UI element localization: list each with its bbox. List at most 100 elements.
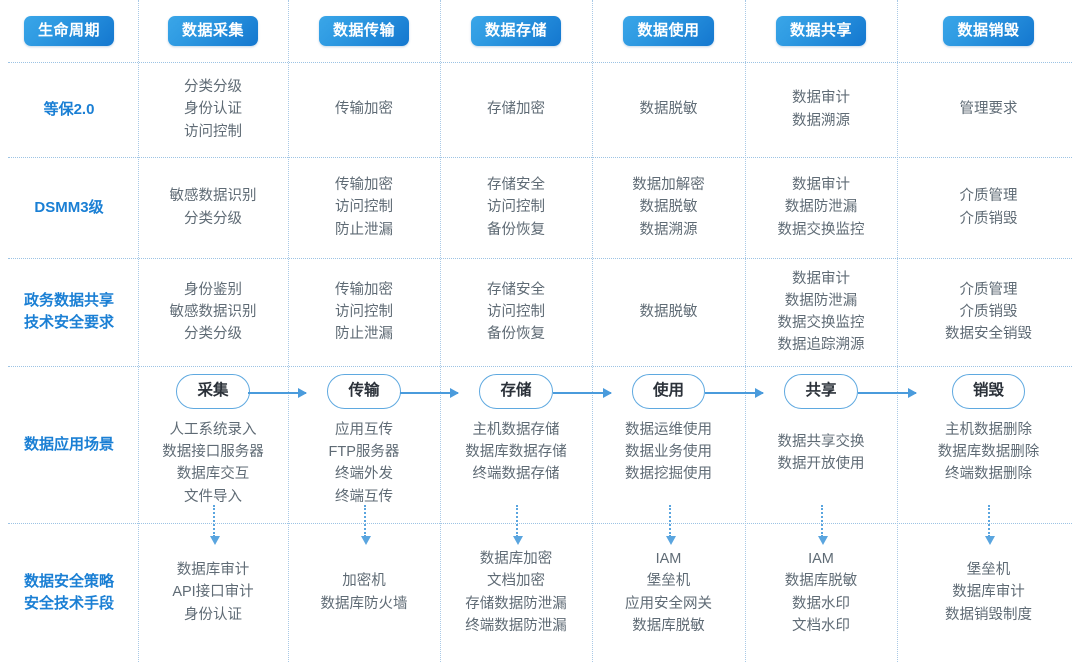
item-list: 身份鉴别 敏感数据识别 分类分级 bbox=[169, 281, 257, 343]
table-cell-4-5: 堡垒机 数据库审计 数据销毁制度 bbox=[897, 523, 1080, 662]
table-cell-2-2: 存储安全 访问控制 备份恢复 bbox=[440, 258, 592, 366]
table-cell-1-4: 数据审计 数据防泄漏 数据交换监控 bbox=[745, 157, 897, 258]
table-cell-2-4: 数据审计 数据防泄漏 数据交换监控 数据追踪溯源 bbox=[745, 258, 897, 366]
item-list: 主机数据存储 数据库数据存储 终端数据存储 bbox=[465, 421, 567, 483]
row-label-1: DSMM3级 bbox=[34, 198, 104, 216]
header-cell-usage: 数据使用 bbox=[592, 0, 745, 62]
flow-down-arrow-2 bbox=[361, 505, 371, 545]
item-list: 人工系统录入 数据接口服务器 数据库交互 文件导入 bbox=[162, 421, 264, 505]
item-list: 介质管理 介质销毁 bbox=[959, 188, 1018, 227]
row-divider-3 bbox=[8, 258, 1072, 259]
table-cell-3-3: 使用 数据运维使用 数据业务使用 数据挖掘使用 bbox=[592, 366, 745, 523]
item-list: IAM 堡垒机 应用安全网关 数据库脱敏 bbox=[625, 551, 712, 634]
header-cell-lifecycle: 生命周期 bbox=[0, 0, 138, 62]
item-list: 数据加解密 数据脱敏 数据溯源 bbox=[632, 177, 705, 238]
item-list: 应用互传 FTP服务器 终端外发 终端互传 bbox=[328, 421, 400, 505]
table-cell-0-5: 管理要求 bbox=[897, 62, 1080, 157]
header-pill-transmission[interactable]: 数据传输 bbox=[318, 16, 409, 46]
column-divider-6 bbox=[897, 0, 898, 662]
row-label-cell-4: 数据安全策略 安全技术手段 bbox=[0, 523, 138, 662]
header-cell-sharing: 数据共享 bbox=[745, 0, 897, 62]
table-cell-4-0: 数据库审计 API接口审计 身份认证 bbox=[138, 523, 288, 662]
table-cell-1-3: 数据加解密 数据脱敏 数据溯源 bbox=[592, 157, 745, 258]
header-cell-transmission: 数据传输 bbox=[288, 0, 440, 62]
table-cell-3-2: 存储 主机数据存储 数据库数据存储 终端数据存储 bbox=[440, 366, 592, 523]
stage-pill-storage[interactable]: 存储 bbox=[479, 374, 553, 409]
item-list: 数据审计 数据防泄漏 数据交换监控 数据追踪溯源 bbox=[777, 270, 865, 354]
stage-arrow-1 bbox=[248, 388, 307, 398]
stage-pill-collection[interactable]: 采集 bbox=[176, 374, 250, 409]
item-list: 传输加密 bbox=[335, 101, 393, 118]
item-list: 堡垒机 数据库审计 数据销毁制度 bbox=[945, 562, 1032, 623]
stage-arrow-2 bbox=[400, 388, 459, 398]
header-pill-sharing[interactable]: 数据共享 bbox=[775, 16, 866, 46]
column-divider-4 bbox=[592, 0, 593, 662]
stage-arrow-4 bbox=[705, 388, 764, 398]
item-list: 数据库加密 文档加密 存储数据防泄漏 终端数据防泄漏 bbox=[465, 551, 567, 634]
table-cell-3-5: 销毁 主机数据删除 数据库数据删除 终端数据删除 bbox=[897, 366, 1080, 523]
row-label-cell-0: 等保2.0 bbox=[0, 62, 138, 157]
column-divider-1 bbox=[138, 0, 139, 662]
table-cell-4-1: 加密机 数据库防火墙 bbox=[288, 523, 440, 662]
table-cell-3-0: 采集 人工系统录入 数据接口服务器 数据库交互 文件导入 bbox=[138, 366, 288, 523]
table-cell-1-1: 传输加密 访问控制 防止泄漏 bbox=[288, 157, 440, 258]
table-cell-4-2: 数据库加密 文档加密 存储数据防泄漏 终端数据防泄漏 bbox=[440, 523, 592, 662]
item-list: 数据共享交换 数据开放使用 bbox=[777, 433, 865, 472]
stage-arrow-3 bbox=[553, 388, 612, 398]
item-list: 数据库审计 API接口审计 身份认证 bbox=[172, 562, 254, 623]
header-pill-collection[interactable]: 数据采集 bbox=[167, 16, 258, 46]
item-list: 传输加密 访问控制 防止泄漏 bbox=[335, 281, 393, 343]
table-cell-4-3: IAM 堡垒机 应用安全网关 数据库脱敏 bbox=[592, 523, 745, 662]
item-list: 传输加密 访问控制 防止泄漏 bbox=[335, 177, 393, 238]
item-list: IAM 数据库脱敏 数据水印 文档水印 bbox=[784, 551, 858, 634]
flow-down-arrow-3 bbox=[513, 505, 523, 545]
header-pill-lifecycle[interactable]: 生命周期 bbox=[23, 16, 114, 46]
stage-pill-transmission[interactable]: 传输 bbox=[327, 374, 401, 409]
table-cell-1-2: 存储安全 访问控制 备份恢复 bbox=[440, 157, 592, 258]
row-label-cell-1: DSMM3级 bbox=[0, 157, 138, 258]
flow-down-arrow-4 bbox=[666, 505, 676, 545]
table-cell-1-0: 敏感数据识别 分类分级 bbox=[138, 157, 288, 258]
item-list: 主机数据删除 数据库数据删除 终端数据删除 bbox=[937, 421, 1040, 483]
stage-arrow-5 bbox=[858, 388, 917, 398]
row-label-0: 等保2.0 bbox=[43, 100, 95, 118]
item-list: 数据审计 数据防泄漏 数据交换监控 bbox=[777, 177, 865, 238]
header-cell-storage: 数据存储 bbox=[440, 0, 592, 62]
stage-pill-destruction[interactable]: 销毁 bbox=[951, 374, 1025, 409]
header-pill-usage[interactable]: 数据使用 bbox=[623, 16, 714, 46]
row-label-2: 政务数据共享 技术安全要求 bbox=[23, 292, 114, 331]
table-cell-3-4: 共享 数据共享交换 数据开放使用 bbox=[745, 366, 897, 523]
flow-down-arrow-6 bbox=[985, 505, 995, 545]
table-cell-2-1: 传输加密 访问控制 防止泄漏 bbox=[288, 258, 440, 366]
header-pill-storage[interactable]: 数据存储 bbox=[470, 16, 561, 46]
column-divider-2 bbox=[288, 0, 289, 662]
flow-down-arrow-5 bbox=[818, 505, 828, 545]
row-divider-1 bbox=[8, 62, 1072, 63]
header-cell-collection: 数据采集 bbox=[138, 0, 288, 62]
row-label-cell-2: 政务数据共享 技术安全要求 bbox=[0, 258, 138, 366]
row-divider-4 bbox=[8, 366, 1072, 367]
row-divider-5 bbox=[8, 523, 1072, 524]
column-divider-5 bbox=[745, 0, 746, 662]
stage-pill-sharing[interactable]: 共享 bbox=[784, 374, 858, 409]
item-list: 存储安全 访问控制 备份恢复 bbox=[487, 177, 545, 238]
table-cell-0-3: 数据脱敏 bbox=[592, 62, 745, 157]
item-list: 数据脱敏 bbox=[639, 101, 698, 118]
header-pill-destruction[interactable]: 数据销毁 bbox=[943, 16, 1034, 46]
item-list: 存储加密 bbox=[487, 101, 545, 118]
table-cell-0-1: 传输加密 bbox=[288, 62, 440, 157]
table-cell-2-5: 介质管理 介质销毁 数据安全销毁 bbox=[897, 258, 1080, 366]
item-list: 数据审计 数据溯源 bbox=[792, 90, 850, 129]
table-cell-2-0: 身份鉴别 敏感数据识别 分类分级 bbox=[138, 258, 288, 366]
item-list: 管理要求 bbox=[959, 101, 1018, 118]
row-divider-2 bbox=[8, 157, 1072, 158]
table-cell-2-3: 数据脱敏 bbox=[592, 258, 745, 366]
stage-pill-usage[interactable]: 使用 bbox=[631, 374, 705, 409]
row-label-4: 数据安全策略 安全技术手段 bbox=[23, 572, 114, 612]
row-label-cell-3: 数据应用场景 bbox=[0, 366, 138, 523]
item-list: 介质管理 介质销毁 数据安全销毁 bbox=[945, 281, 1032, 343]
flow-down-arrow-1 bbox=[210, 505, 220, 545]
item-list: 分类分级 身份认证 访问控制 bbox=[184, 79, 242, 140]
row-label-3: 数据应用场景 bbox=[23, 435, 114, 453]
